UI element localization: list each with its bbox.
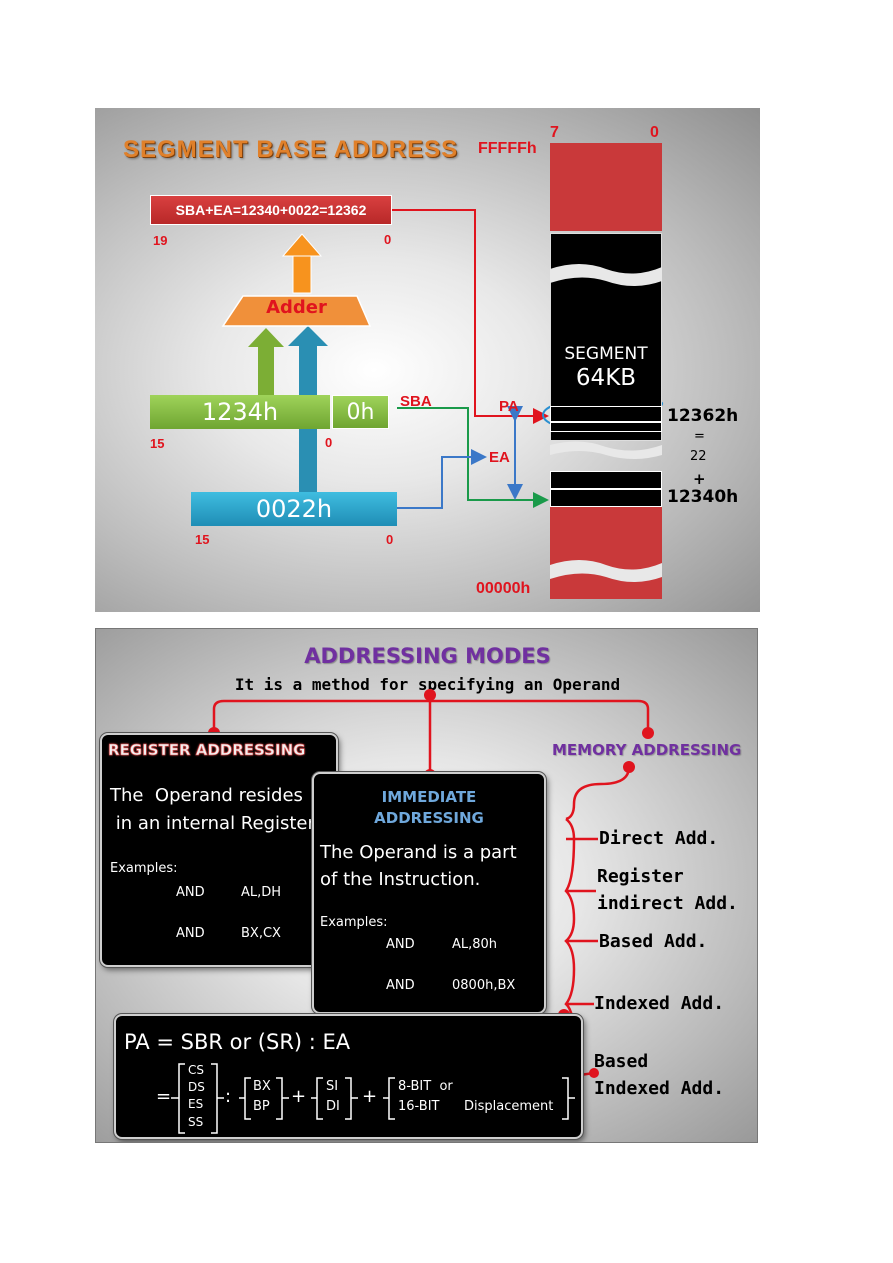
- segment-register-value: 1234h: [150, 395, 330, 429]
- formula-colon: :: [225, 1086, 232, 1107]
- memory-bit-high: 7: [550, 124, 559, 141]
- plus-sign: +: [693, 470, 706, 488]
- immediate-examples-label: Examples:: [320, 915, 388, 930]
- offset-high-bit: 15: [195, 532, 210, 547]
- immediate-ex2-op: AND: [386, 978, 415, 993]
- physical-address-formula-card: PA = SBR or (SR) : EA = CS DS ES SS : BX…: [114, 1014, 583, 1139]
- memory-mode-register-indirect-line1: Register: [597, 866, 684, 887]
- segment-ds: DS: [188, 1080, 205, 1094]
- memory-row-sba: [550, 489, 662, 507]
- displacement-16bit: 16-BIT: [398, 1099, 440, 1114]
- register-ex2-args: BX,CX: [241, 926, 281, 941]
- formula-line1: PA = SBR or (SR) : EA: [124, 1030, 351, 1054]
- memory-mode-direct: Direct Add.: [599, 828, 719, 849]
- immediate-ex1-args: AL,80h: [452, 937, 498, 952]
- index-si: SI: [326, 1079, 339, 1094]
- segment-cs: CS: [188, 1063, 204, 1077]
- memory-bit-low: 0: [650, 124, 659, 141]
- register-heading: REGISTER ADDRESSING: [108, 741, 306, 760]
- memory-top-address: FFFFFh: [478, 140, 537, 157]
- segreg-high-bit: 15: [150, 436, 165, 451]
- adder-label: Adder: [266, 297, 327, 318]
- immediate-desc-line1: The Operand is a part: [320, 842, 517, 863]
- physical-address-sum: SBA+EA=12340+0022=12362: [150, 195, 392, 225]
- pa-label: PA: [499, 398, 519, 415]
- immediate-ex2-args: 0800h,BX: [452, 978, 516, 993]
- offset-decimal: 22: [690, 449, 707, 464]
- segment-label: SEGMENT: [564, 344, 648, 364]
- addressing-modes-slide: ADDRESSING MODES It is a method for spec…: [95, 628, 758, 1143]
- segment-es: ES: [188, 1097, 204, 1111]
- formula-plus-1: +: [291, 1086, 307, 1107]
- pa-address: 12362h: [667, 406, 739, 426]
- memory-mode-based: Based Add.: [599, 931, 708, 952]
- formula-equals: =: [156, 1086, 172, 1107]
- displacement-8bit: 8-BIT or: [398, 1079, 453, 1094]
- immediate-addressing-card: IMMEDIATE ADDRESSING The Operand is a pa…: [312, 772, 546, 1014]
- memory-lower-region: [550, 507, 662, 599]
- register-desc-line1: The Operand resides: [110, 785, 303, 806]
- memory-mode-register-indirect-line2: indirect Add.: [597, 893, 738, 914]
- slide-title: ADDRESSING MODES: [304, 644, 551, 668]
- segment-base-address-slide: SEGMENT BASE ADDRESS SBA+EA=12340+0022=1…: [95, 108, 760, 612]
- immediate-desc-line2: of the Instruction.: [320, 869, 481, 890]
- sba-label: SBA: [400, 393, 432, 410]
- segment-register-suffix: 0h: [332, 395, 389, 429]
- memory-mode-based-indexed-line2: Indexed Add.: [594, 1078, 725, 1099]
- ea-connector: [397, 449, 487, 509]
- base-bx: BX: [253, 1079, 271, 1094]
- segment-size: 64KB: [575, 365, 637, 391]
- segment-ss: SS: [188, 1115, 204, 1129]
- immediate-heading-line1: IMMEDIATE: [381, 788, 477, 806]
- adder-shape: [221, 295, 372, 327]
- base-bp: BP: [253, 1099, 270, 1114]
- sba-address: 12340h: [667, 487, 739, 507]
- segreg-low-bit: 0: [325, 435, 333, 450]
- slide-title: SEGMENT BASE ADDRESS: [123, 136, 459, 163]
- register-ex2-op: AND: [176, 926, 205, 941]
- memory-row-pa: [550, 406, 662, 422]
- ea-label: EA: [489, 449, 510, 466]
- memory-bottom-address: 00000h: [476, 580, 531, 597]
- register-examples-label: Examples:: [110, 861, 178, 876]
- formula-plus-2: +: [362, 1086, 378, 1107]
- immediate-heading-line2: ADDRESSING: [374, 809, 484, 827]
- memory-addressing-heading: MEMORY ADDRESSING: [552, 741, 742, 759]
- register-ex1-args: AL,DH: [241, 885, 282, 900]
- offset-low-bit: 0: [386, 532, 394, 547]
- register-addressing-card: REGISTER ADDRESSING The Operand resides …: [100, 733, 338, 967]
- displacement-label: Displacement: [464, 1099, 554, 1114]
- equals-sign: =: [694, 429, 705, 444]
- sum-high-bit: 19: [153, 233, 168, 248]
- slide-subtitle: It is a method for specifying an Operand: [234, 675, 621, 694]
- index-di: DI: [326, 1099, 340, 1114]
- pa-connector: [392, 209, 549, 424]
- sum-low-bit: 0: [384, 232, 392, 247]
- memory-upper-region: [550, 143, 662, 231]
- immediate-ex1-op: AND: [386, 937, 415, 952]
- register-desc-line2: in an internal Register.: [110, 813, 319, 834]
- memory-mode-based-indexed-line1: Based: [594, 1051, 649, 1072]
- sba-connector: [397, 407, 549, 508]
- register-ex1-op: AND: [176, 885, 205, 900]
- offset-value: 0022h: [191, 492, 397, 526]
- memory-mode-indexed: Indexed Add.: [594, 993, 725, 1014]
